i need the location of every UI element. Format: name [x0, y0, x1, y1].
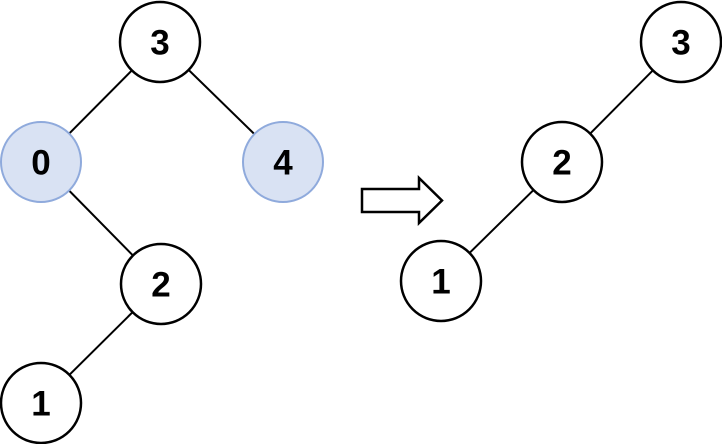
right-arrow-icon [360, 175, 444, 226]
after-tree-node-1 [399, 239, 483, 323]
after-tree-node-3 [639, 0, 722, 84]
before-tree-node-0 [0, 121, 82, 203]
before-tree-node-label-3: 3 [150, 24, 169, 63]
before-tree-node-label-0: 0 [31, 144, 50, 183]
after-tree-node-label-3: 3 [671, 24, 690, 63]
before-tree-node-4 [242, 121, 324, 203]
before-tree-node-label-2: 2 [151, 266, 170, 305]
before-tree-node-label-1: 1 [31, 385, 50, 424]
before-tree-node-3 [118, 0, 202, 84]
before-tree-node-label-4: 4 [273, 144, 293, 183]
after-tree-node-label-1: 1 [431, 263, 450, 302]
after-tree-node-label-2: 2 [552, 144, 571, 183]
after-tree-node-2 [520, 120, 604, 204]
before-tree-node-1 [0, 361, 83, 444]
before-tree-node-2 [119, 242, 203, 326]
